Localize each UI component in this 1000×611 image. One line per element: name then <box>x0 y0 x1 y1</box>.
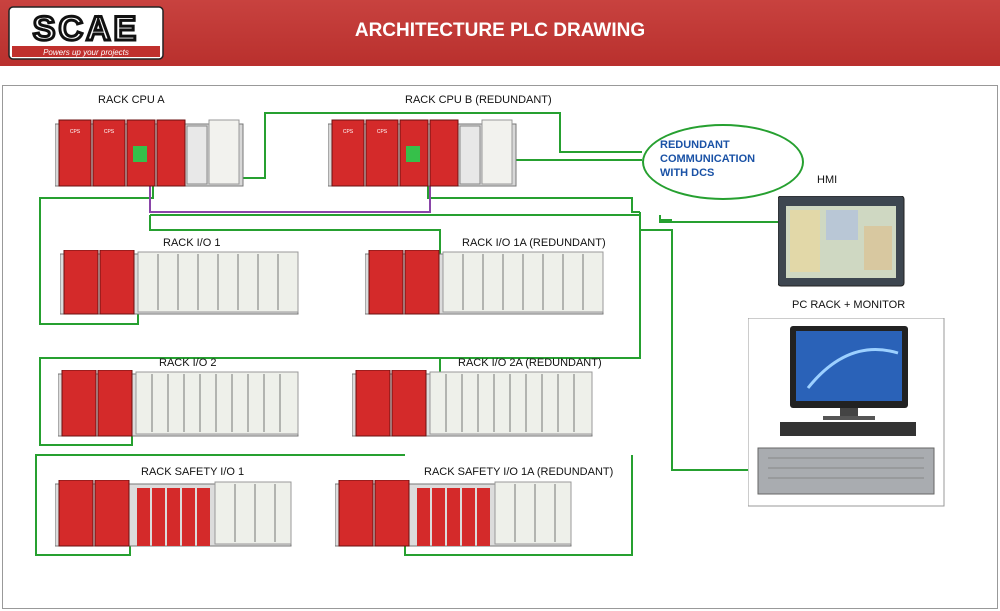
label-rack-cpu-a: RACK CPU A <box>98 94 165 106</box>
label-rack-cpu-b: RACK CPU B (REDUNDANT) <box>405 94 552 106</box>
label-rack-safety-1a: RACK SAFETY I/O 1A (REDUNDANT) <box>424 466 614 478</box>
svg-text:CPS: CPS <box>377 129 388 135</box>
dcs-communication-bubble: REDUNDANT COMMUNICATION WITH DCS <box>642 124 804 200</box>
hmi-panel <box>778 196 905 287</box>
label-rack-safety-1: RACK SAFETY I/O 1 <box>141 466 245 478</box>
rack-io-1a <box>365 250 604 315</box>
label-pc-rack: PC RACK + MONITOR <box>792 299 906 311</box>
svg-text:CPS: CPS <box>70 129 81 135</box>
rack-cpu-b: CPS CPS <box>328 119 517 187</box>
rack-io-2 <box>58 370 299 437</box>
label-hmi: HMI <box>817 174 838 186</box>
rack-cpu-a: CPS CPS <box>55 119 244 187</box>
rack-safety-io-1 <box>55 480 292 547</box>
label-rack-io-1: RACK I/O 1 <box>163 237 221 249</box>
rack-io-2a <box>352 370 593 437</box>
drawing-frame <box>2 85 998 609</box>
svg-text:Powers up your projects: Powers up your projects <box>43 48 129 57</box>
label-rack-io-1a: RACK I/O 1A (REDUNDANT) <box>462 237 606 249</box>
page-title: ARCHITECTURE PLC DRAWING <box>354 20 646 41</box>
svg-text:SCAE: SCAE <box>33 10 139 48</box>
label-rack-io-2a: RACK I/O 2A (REDUNDANT) <box>458 357 602 369</box>
rack-io-1 <box>60 250 299 315</box>
rack-safety-io-1a <box>335 480 572 547</box>
svg-text:CPS: CPS <box>343 129 354 135</box>
scae-logo: SCAE Powers up your projects <box>8 6 164 60</box>
svg-text:CPS: CPS <box>104 129 115 135</box>
dcs-line-3: WITH DCS <box>660 167 715 179</box>
dcs-line-1: REDUNDANT <box>660 139 730 151</box>
dcs-line-2: COMMUNICATION <box>660 153 756 165</box>
pc-rack-monitor <box>748 318 945 507</box>
label-rack-io-2: RACK I/O 2 <box>159 357 217 369</box>
header-bar: SCAE Powers up your projects ARCHITECTUR… <box>0 0 1000 66</box>
